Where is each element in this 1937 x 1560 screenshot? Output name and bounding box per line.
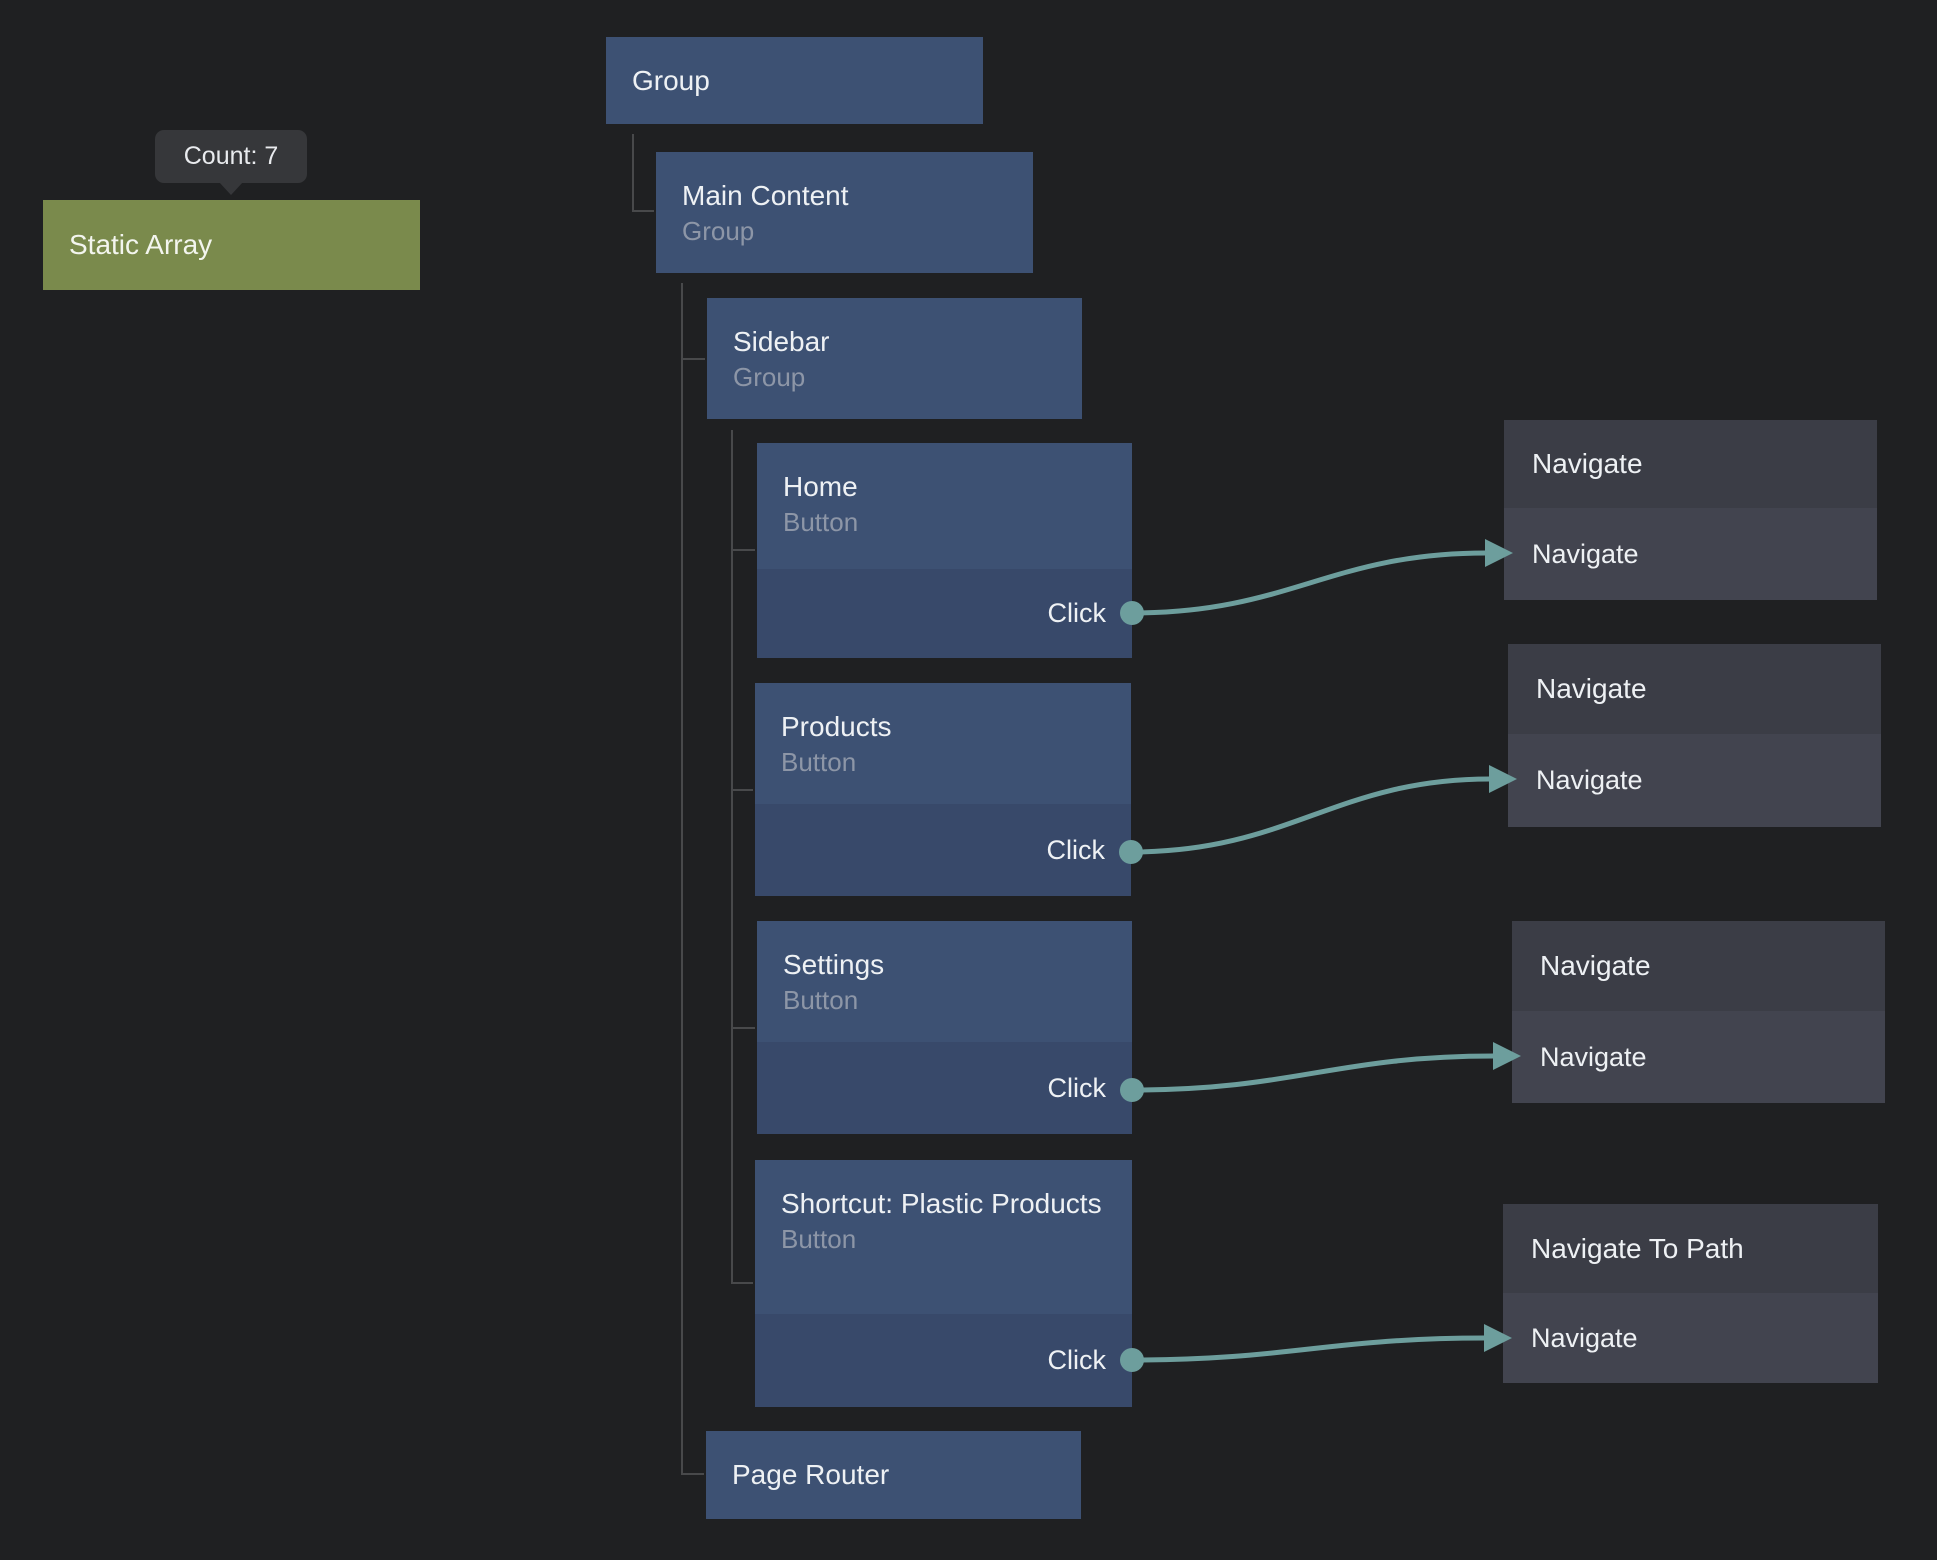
wire-shortcut-click-navigate[interactable] <box>1131 1335 1486 1363</box>
node-subtitle: Button <box>781 747 857 777</box>
node-title: Group <box>632 64 710 96</box>
node-navigate-to-path-body: Navigate <box>1503 1293 1878 1383</box>
navigate-input-port-label: Navigate <box>1536 765 1643 795</box>
node-navigate-to-path[interactable]: Navigate To Path Navigate <box>1503 1204 1878 1383</box>
node-navigate-to-path-header: Navigate To Path <box>1503 1204 1878 1293</box>
tree-connector-sidebar-shortcut <box>731 430 753 1284</box>
node-title: Navigate <box>1536 673 1647 704</box>
node-navigate-3[interactable]: Navigate Navigate <box>1512 921 1885 1103</box>
count-tooltip: Count: 7 <box>155 130 307 195</box>
node-products[interactable]: Products Button Click <box>755 683 1131 896</box>
node-shortcut-body: Click <box>755 1314 1132 1407</box>
navigate-input-port-label: Navigate <box>1531 1322 1638 1353</box>
node-navigate-3-body: Navigate <box>1512 1011 1885 1103</box>
node-title: Home <box>783 471 858 502</box>
node-title: Shortcut: Plastic Products <box>781 1188 1102 1219</box>
click-output-port-label: Click <box>1046 834 1106 865</box>
node-shortcut-header: Shortcut: Plastic Products Button <box>755 1160 1132 1314</box>
node-settings[interactable]: Settings Button Click <box>757 921 1132 1134</box>
click-output-port-label: Click <box>1047 598 1107 628</box>
node-subtitle: Button <box>783 507 859 537</box>
node-navigate-1[interactable]: Navigate Navigate <box>1504 420 1877 600</box>
node-page-router[interactable]: Page Router <box>706 1431 1081 1519</box>
node-home-body: Click <box>757 569 1132 658</box>
wire-settings-click-navigate[interactable] <box>1131 1053 1495 1093</box>
node-navigate-1-header: Navigate <box>1504 420 1877 508</box>
node-navigate-1-body: Navigate <box>1504 508 1877 600</box>
node-main-content[interactable]: Main Content Group <box>656 152 1033 273</box>
node-navigate-2[interactable]: Navigate Navigate <box>1508 644 1881 827</box>
wire-products-click-navigate[interactable] <box>1130 776 1491 855</box>
tree-connector-maincontent-pagerouter <box>681 283 704 1475</box>
node-home[interactable]: Home Button Click <box>757 443 1132 658</box>
click-output-port-label: Click <box>1047 1072 1107 1103</box>
node-title: Navigate <box>1532 448 1643 479</box>
node-home-header: Home Button <box>757 443 1132 569</box>
node-subtitle: Button <box>781 1224 857 1254</box>
node-sidebar[interactable]: Sidebar Group <box>707 298 1082 419</box>
node-products-body: Click <box>755 804 1131 896</box>
node-subtitle: Group <box>733 362 806 392</box>
node-navigate-3-header: Navigate <box>1512 921 1885 1011</box>
click-output-port-label: Click <box>1047 1345 1107 1375</box>
tree-connector-group-maincontent <box>632 134 654 212</box>
node-title: Settings <box>783 949 885 980</box>
node-title: Main Content <box>682 180 849 211</box>
node-title: Sidebar <box>733 326 830 357</box>
node-title: Page Router <box>732 1459 890 1490</box>
navigate-input-port-label: Navigate <box>1532 538 1639 569</box>
node-navigate-2-body: Navigate <box>1508 734 1881 827</box>
node-products-header: Products Button <box>755 683 1131 804</box>
node-title: Products <box>781 711 892 742</box>
node-static-array[interactable]: Static Array <box>43 200 420 290</box>
node-title: Navigate To Path <box>1531 1232 1744 1264</box>
count-tooltip-label: Count: 7 <box>183 142 279 170</box>
node-settings-body: Click <box>757 1042 1132 1134</box>
node-shortcut-plastic-products[interactable]: Shortcut: Plastic Products Button Click <box>755 1160 1132 1407</box>
node-title: Navigate <box>1540 950 1651 981</box>
node-sidebar-header: Sidebar Group <box>707 298 1082 419</box>
node-navigate-2-header: Navigate <box>1508 644 1881 734</box>
wire-home-click-navigate[interactable] <box>1131 550 1487 616</box>
node-group[interactable]: Group <box>606 37 983 124</box>
node-subtitle: Group <box>682 216 755 246</box>
node-subtitle: Button <box>783 985 859 1015</box>
tooltip-pointer <box>219 182 243 195</box>
node-title: Static Array <box>69 229 213 260</box>
node-settings-header: Settings Button <box>757 921 1132 1042</box>
navigate-input-port-label: Navigate <box>1540 1041 1647 1072</box>
node-main-content-header: Main Content Group <box>656 152 1033 273</box>
